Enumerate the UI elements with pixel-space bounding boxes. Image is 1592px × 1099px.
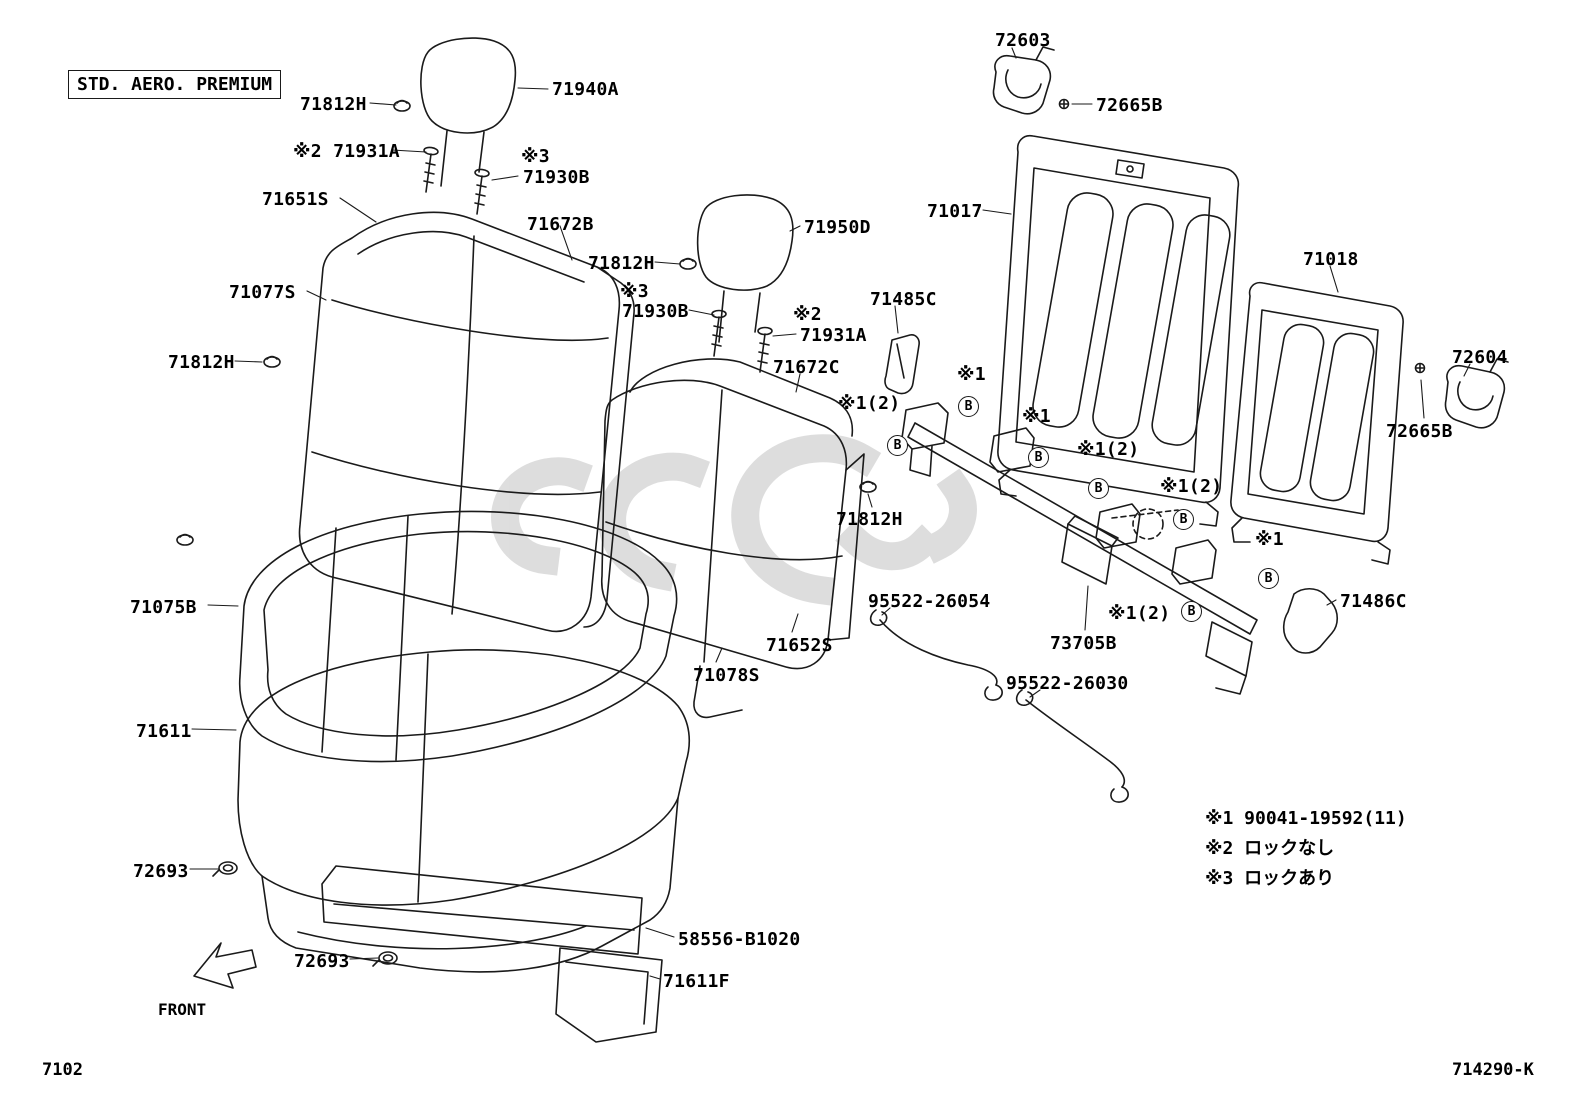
screw-72665B-right-icon [1414,362,1426,374]
clip-71812H-icon [263,355,281,368]
screw-72665B-upper-icon [1058,98,1070,110]
part-number-label: 71485C [870,289,937,310]
clip-71812H-icon [176,533,194,546]
headrest-71950D [696,194,794,343]
part-number-label: 72693 [294,951,350,972]
part-number-label: 71611F [663,971,730,992]
part-number-label: 71018 [1303,249,1359,270]
part-number-label: 72604 [1452,347,1508,368]
seat-cushion-71611 [237,649,691,973]
seat-cushion-71075B [238,510,678,763]
screw-71931A-lower-icon [757,326,773,373]
part-number-label: 71931A [800,325,867,346]
b-bolt-marker: B [1088,478,1109,499]
part-number-label: 71930B [622,301,689,322]
cover-71486C [1282,587,1339,654]
part-number-label: 71078S [693,665,760,686]
front-direction-label: FRONT [158,1000,207,1019]
part-number-label: 71077S [229,282,296,303]
cover-71485C [884,334,920,395]
part-number-label: 71940A [552,79,619,100]
clip-72693-icon [212,861,238,877]
part-number-label: 71812H [836,509,903,530]
variant-badge: STD. AERO. PREMIUM [68,70,282,99]
clip-71812H-icon [679,257,697,270]
part-number-label: ※1 [1022,406,1051,427]
panel-71611F [555,947,663,1043]
b-bolt-marker: B [1181,601,1202,622]
part-number-label: 71075B [130,597,197,618]
part-number-label: 72665B [1096,95,1163,116]
part-number-label: 72665B [1386,421,1453,442]
part-number-label: ※2 71931A [293,141,400,162]
legend-note-3: ※3 ロックあり [1205,868,1335,889]
part-number-label: 71672B [527,214,594,235]
part-number-label: 71651S [262,189,329,210]
b-bolt-marker: B [958,396,979,417]
part-number-label: 71017 [927,201,983,222]
part-number-label: 71812H [588,253,655,274]
clip-72693-icon [372,951,398,967]
part-number-label: ※1(2) [1077,439,1140,460]
seatback-frame-71018 [1230,281,1404,565]
clip-71812H-icon [393,99,411,112]
legend-note-1: ※1 90041-19592(11) [1205,808,1407,829]
part-number-label: 95522-26030 [1006,673,1129,694]
part-number-label: 73705B [1050,633,1117,654]
part-number-label: 72693 [133,861,189,882]
part-number-label: 71812H [168,352,235,373]
part-number-label: 71930B [523,167,590,188]
part-number-label: ※3 [521,146,550,167]
b-bolt-marker: B [1258,568,1279,589]
b-bolt-marker: B [887,435,908,456]
legend-note-2: ※2 ロックなし [1205,838,1335,859]
b-bolt-marker: B [1028,447,1049,468]
part-number-label: 71672C [773,357,840,378]
part-number-label: 58556-B1020 [678,929,801,950]
hinge-bar-assembly [901,402,1258,695]
cable-95522-26030 [1015,689,1129,803]
seatback-left-71651S [298,211,635,633]
part-number-label: ※1 [1255,529,1284,550]
latch-72604 [1444,358,1509,429]
part-number-label: ※1 [957,364,986,385]
part-number-label: 71950D [804,217,871,238]
page-number: 7102 [42,1060,83,1080]
part-number-label: 71812H [300,94,367,115]
seatback-right-71652S [600,358,865,719]
screw-71930B-lower-icon [711,309,727,357]
part-number-label: 71652S [766,635,833,656]
clip-71812H-icon [859,480,877,493]
seatback-frame-71017 [997,134,1240,527]
part-number-label: ※2 [793,304,822,325]
part-number-label: ※3 [620,281,649,302]
part-number-label: ※1(2) [838,393,901,414]
part-number-label: ※1(2) [1108,603,1171,624]
part-number-label: 72603 [995,30,1051,51]
screw-71930B-upper-icon [474,168,490,215]
b-bolt-marker: B [1173,509,1194,530]
drawing-code: 714290-K [1452,1060,1534,1080]
watermark-logo [491,434,977,606]
cable-95522-26054 [869,609,1003,701]
part-number-label: 71486C [1340,591,1407,612]
headrest-71940A [420,37,517,187]
screw-71931A-upper-icon [423,146,439,193]
front-direction-arrow [193,942,257,989]
part-number-label: ※1(2) [1160,476,1223,497]
part-number-label: 71611 [136,721,192,742]
trim-58556-B1020 [321,865,643,955]
part-number-label: 95522-26054 [868,591,991,612]
latch-72603 [992,46,1055,115]
legend-notes: ※1 90041-19592(11) ※2 ロックなし ※3 ロックあり [1205,804,1407,894]
